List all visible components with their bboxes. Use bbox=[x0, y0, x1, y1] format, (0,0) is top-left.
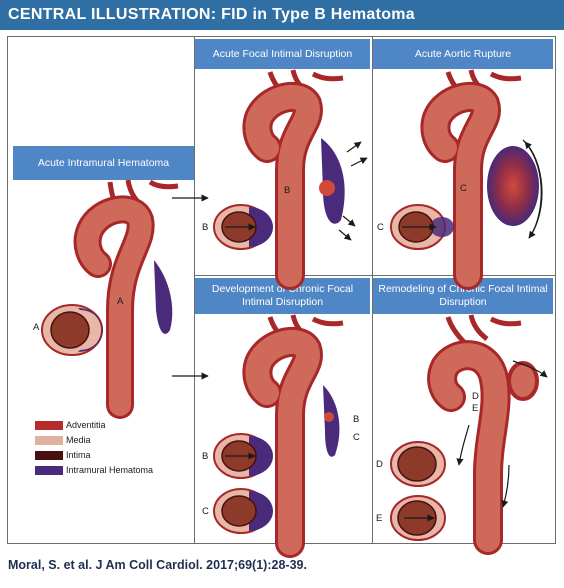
swatch-adventitia bbox=[35, 420, 63, 430]
cross-section-c-rupture bbox=[390, 204, 454, 250]
label-c-aorta-chronic: C bbox=[353, 432, 360, 443]
title-subject: FID in Type B Hematoma bbox=[221, 6, 415, 23]
cross-section-b-chronic bbox=[213, 433, 273, 479]
label-c-cross-chronic: C bbox=[202, 506, 209, 517]
swatch-hematoma bbox=[35, 465, 63, 475]
divider-row bbox=[194, 275, 556, 276]
arrow-to-focal bbox=[172, 194, 209, 202]
label-b-aorta-chronic: B bbox=[353, 414, 360, 425]
divider-left bbox=[194, 36, 195, 544]
cross-section-d bbox=[390, 441, 446, 487]
cross-section-b-focal bbox=[213, 204, 273, 250]
label-d-aorta: D bbox=[472, 391, 479, 402]
figure-title: CENTRAL ILLUSTRATION: FID in Type B Hema… bbox=[8, 6, 415, 24]
aorta-intramural bbox=[73, 179, 179, 419]
label-a-aorta: A bbox=[117, 296, 124, 307]
cross-section-a bbox=[41, 304, 103, 356]
citation: Moral, S. et al. J Am Coll Cardiol. 2017… bbox=[8, 558, 307, 572]
aorta-chronic-development bbox=[242, 314, 344, 558]
label-c-cross-rupture: C bbox=[377, 222, 384, 233]
label-b-cross-focal: B bbox=[202, 222, 209, 233]
label-b-aorta-focal: B bbox=[284, 185, 291, 196]
legend-hematoma: Intramural Hematoma bbox=[35, 465, 153, 475]
header-remodeling: Remodeling of Chronic Focal Intimal Disr… bbox=[373, 278, 553, 314]
swatch-media bbox=[35, 435, 63, 445]
label-e-aorta: E bbox=[472, 403, 479, 414]
header-intramural: Acute Intramural Hematoma bbox=[13, 146, 194, 180]
swatch-intima bbox=[35, 450, 63, 460]
title-prefix: CENTRAL ILLUSTRATION: bbox=[8, 6, 217, 23]
legend-intima: Intima bbox=[35, 450, 91, 460]
arrow-to-chronic bbox=[172, 372, 209, 380]
legend-media: Media bbox=[35, 435, 91, 445]
label-d-cross: D bbox=[376, 459, 383, 470]
header-focal-disruption: Acute Focal Intimal Disruption bbox=[195, 39, 370, 69]
divider-middle bbox=[372, 36, 373, 544]
label-b-cross-chronic: B bbox=[202, 451, 209, 462]
aorta-rupture bbox=[420, 69, 543, 290]
legend-adventitia: Adventitia bbox=[35, 420, 106, 430]
aorta-focal-disruption bbox=[242, 69, 368, 290]
label-c-aorta-rupture: C bbox=[460, 183, 467, 194]
aorta-remodeling bbox=[427, 314, 548, 555]
label-e-cross: E bbox=[376, 513, 383, 524]
cross-section-e bbox=[390, 495, 446, 541]
title-bar: CENTRAL ILLUSTRATION: FID in Type B Hema… bbox=[0, 0, 564, 30]
label-a-cross: A bbox=[33, 322, 40, 333]
cross-section-c-chronic bbox=[213, 488, 273, 534]
header-rupture: Acute Aortic Rupture bbox=[373, 39, 553, 69]
